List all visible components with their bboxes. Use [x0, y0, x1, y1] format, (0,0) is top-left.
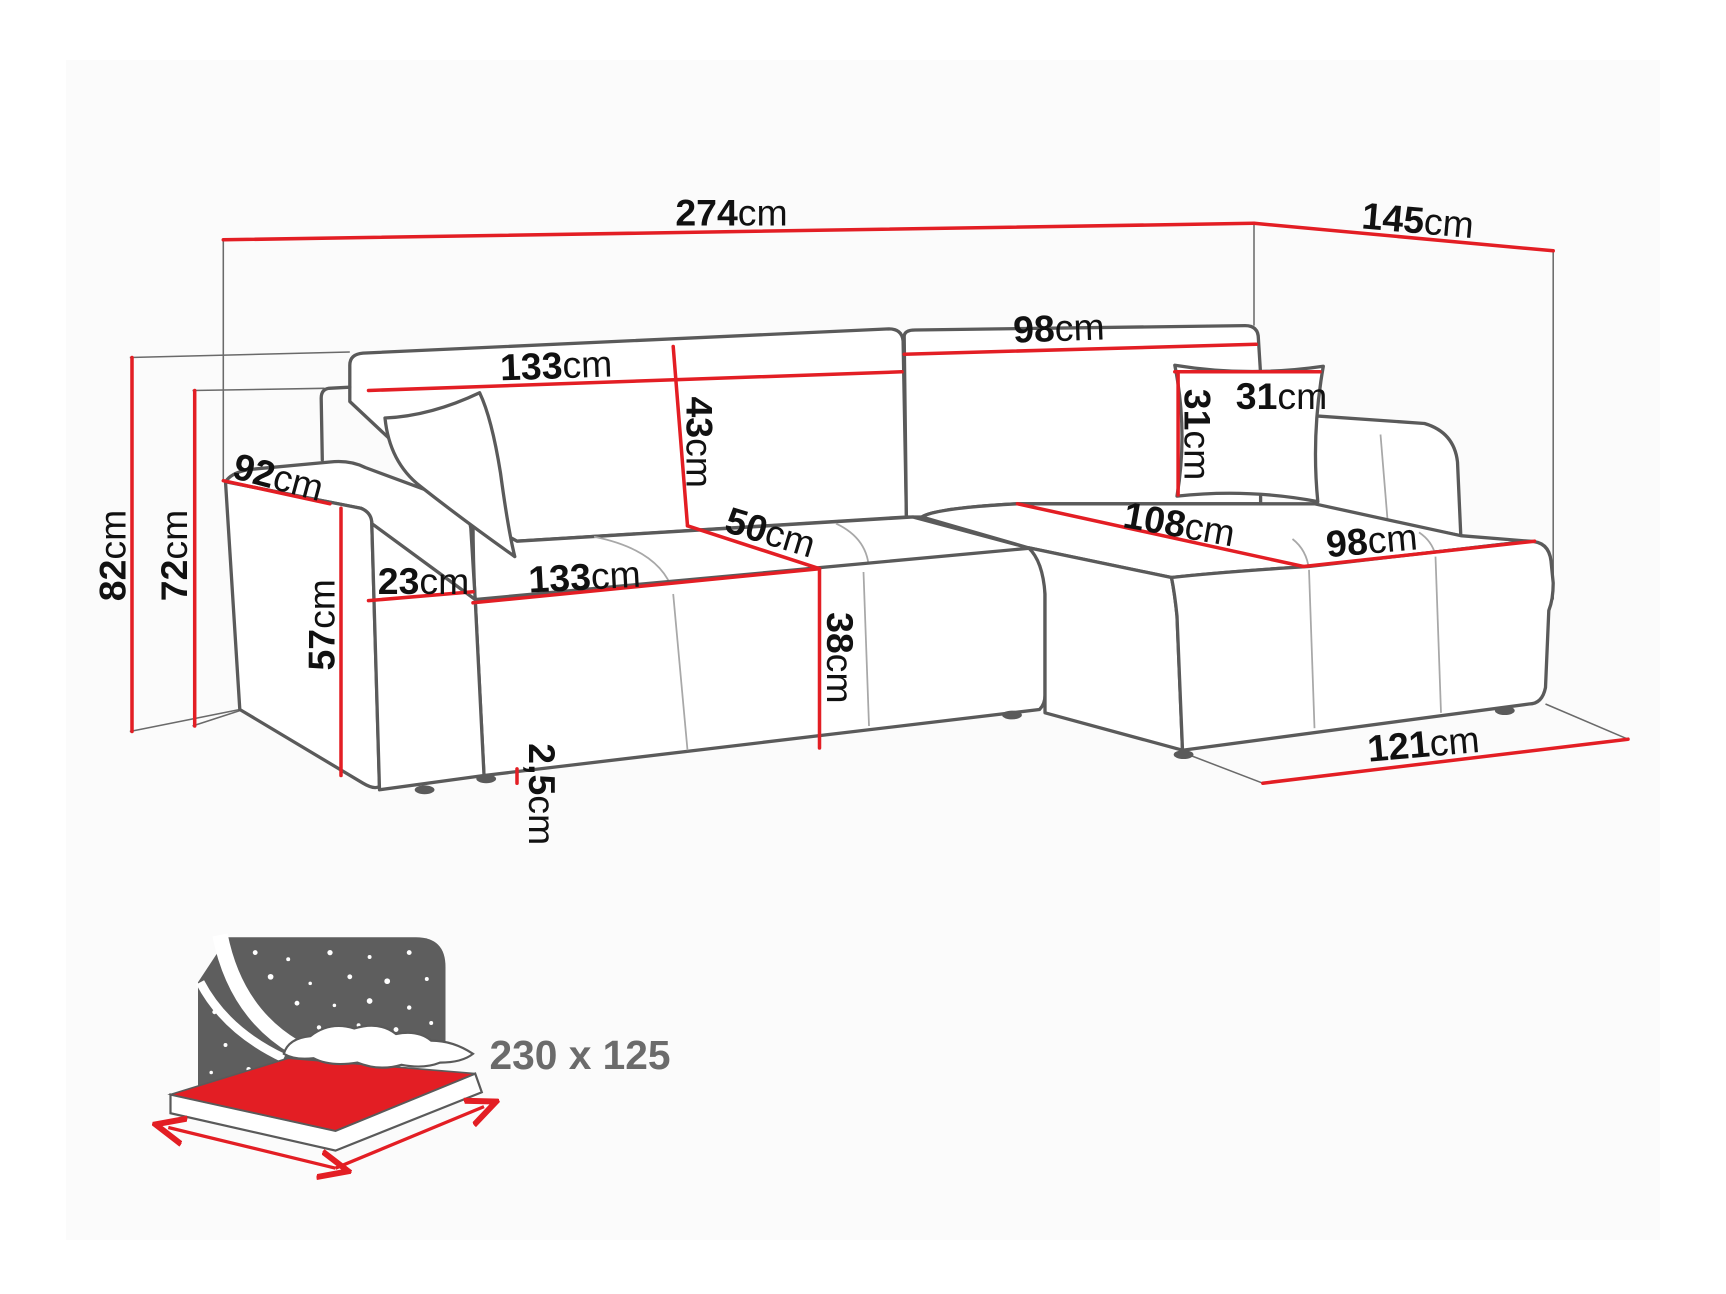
bed-size-label: 230 x 125: [489, 1032, 670, 1078]
label-armrest-height: 57cm: [300, 579, 342, 670]
label-arm-total-height: 72cm: [153, 510, 195, 601]
bed-icon: [168, 933, 485, 1170]
bed-width-arrow: [168, 1128, 335, 1169]
label-armrest-depth: 92cm: [229, 445, 328, 509]
right-armrest: [1312, 414, 1463, 538]
label-leg-height: 2,5cm: [521, 743, 563, 845]
label-seat-width: 133cm: [527, 553, 641, 601]
label-armrest-width: 23cm: [378, 560, 469, 602]
label-seat-depth: 50cm: [721, 499, 821, 566]
bed-length-arrow: [334, 1107, 485, 1170]
label-top-width: 274cm: [675, 192, 787, 234]
dim-line-back-right-width: [902, 342, 1258, 356]
dimension-lines: [130, 221, 1630, 785]
dimension-labels: 274cm 145cm 98cm 133cm 31cm 31cm 43cm 92…: [91, 192, 1481, 846]
guide-lines: [129, 223, 1629, 784]
label-seat-height: 38cm: [819, 612, 861, 703]
dim-line-top-depth: [1252, 221, 1555, 253]
chaise-front: [1169, 539, 1555, 752]
label-back-right-width: 98cm: [1012, 305, 1105, 350]
dim-line-seat-width: [471, 566, 822, 605]
dim-line-back-height: [671, 344, 690, 528]
dim-line-seat-depth: [685, 524, 822, 571]
dim-line-top-width: [221, 221, 1256, 242]
left-arm-back: [319, 385, 352, 462]
dim-line-chaise-base: [1261, 737, 1630, 785]
dim-line-back-left-width: [366, 370, 904, 393]
label-chaise-width: 98cm: [1324, 515, 1419, 565]
label-back-left-width: 133cm: [499, 342, 613, 388]
sofa-feet: [414, 706, 1515, 795]
label-back-height: 43cm: [678, 396, 720, 487]
dim-line-chaise-width: [1301, 539, 1537, 569]
label-pillow-height: 31cm: [1177, 389, 1219, 480]
label-pillow-width: 31cm: [1236, 375, 1327, 417]
dim-line-armrest-depth: [221, 478, 332, 506]
pillow-left: [383, 391, 517, 559]
label-total-height: 82cm: [91, 510, 133, 601]
dim-line-chaise-length: [1015, 502, 1306, 569]
label-top-depth: 145cm: [1360, 194, 1475, 246]
stars: [209, 949, 434, 1075]
dim-line-armrest-width: [366, 590, 475, 603]
bed-pillows: [282, 1024, 475, 1069]
label-chaise-base: 121cm: [1366, 718, 1481, 770]
